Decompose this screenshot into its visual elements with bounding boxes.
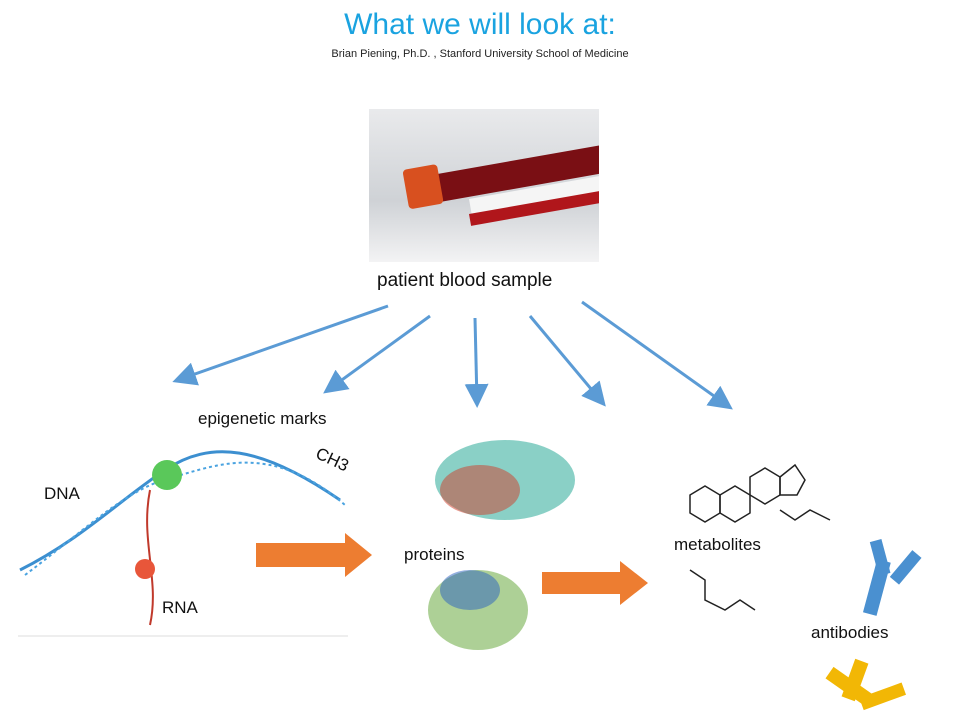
blue-arrows [172, 300, 733, 410]
rna-label: RNA [162, 598, 198, 617]
arrow-to-epigenetic [323, 314, 431, 394]
patient-blood-sample-label: patient blood sample [377, 270, 553, 291]
blood-tubes-image [402, 144, 599, 226]
proteins-label: proteins [404, 545, 465, 564]
arrow-to-antibodies [581, 300, 733, 410]
dna-label: DNA [44, 484, 80, 503]
arrow-to-dna [172, 304, 389, 386]
metabolites-label: metabolites [674, 535, 761, 554]
orange-arrow-dna-to-proteins [256, 533, 372, 577]
metabolite-structures [689, 463, 831, 611]
antibody-blue-icon [862, 539, 922, 616]
antibody-yellow-icon [825, 658, 907, 711]
blood-sample-photo [369, 109, 599, 262]
arrow-to-proteins [464, 317, 489, 408]
antibodies-label: antibodies [811, 623, 889, 642]
epigenetic-marks-label: epigenetic marks [198, 409, 327, 428]
slide-subtitle: Brian Piening, Ph.D. , Stanford Universi… [331, 48, 629, 60]
protein-structure-images [428, 440, 575, 650]
orange-arrow-proteins-to-metabolites [542, 561, 648, 605]
arrow-to-metabolites [528, 315, 606, 407]
dna-helix-image [19, 450, 346, 626]
slide-title: What we will look at: [344, 8, 616, 41]
